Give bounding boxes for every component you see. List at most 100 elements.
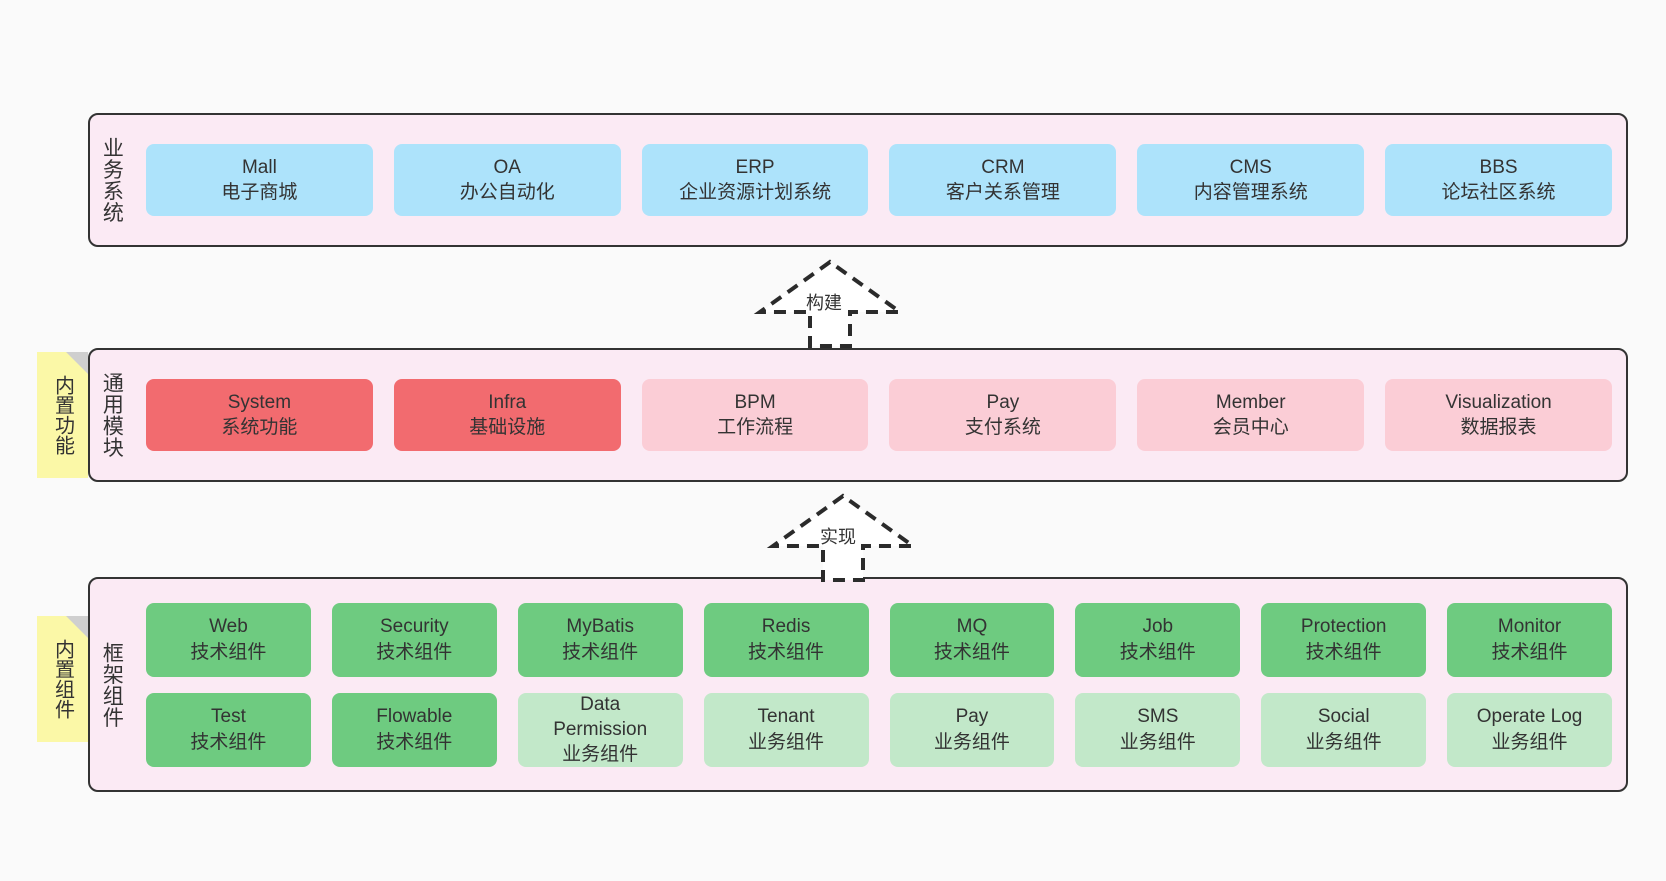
card-title: System xyxy=(227,391,292,413)
card-subtitle: 业务组件 xyxy=(562,744,639,766)
card-subtitle: 技术组件 xyxy=(1305,641,1382,663)
layer-business-system: 业务系统 Mall 电子商城 OA 办公自动化 ERP 企业资源计划系统 CRM… xyxy=(88,113,1628,247)
note-builtin-component: 内置组件 xyxy=(37,616,88,742)
card-visualization[interactable]: Visualization 数据报表 xyxy=(1385,379,1612,451)
card-pay[interactable]: Pay 支付系统 xyxy=(889,379,1117,451)
card-title: Redis xyxy=(761,616,811,638)
card-subtitle: 技术组件 xyxy=(190,641,267,663)
card-title: MyBatis xyxy=(566,616,634,638)
layer-body-common-module: System 系统功能 Infra 基础设施 BPM 工作流程 Pay 支付系统… xyxy=(132,350,1626,480)
card-subtitle: 业务组件 xyxy=(748,731,825,753)
card-title: Pay xyxy=(955,706,989,728)
card-social[interactable]: Social 业务组件 xyxy=(1261,692,1427,767)
card-subtitle: 技术组件 xyxy=(190,731,267,753)
card-subtitle: 电子商城 xyxy=(221,182,298,203)
card-title: Data Permission xyxy=(553,693,648,740)
card-title: Flowable xyxy=(376,706,453,728)
card-erp[interactable]: ERP 企业资源计划系统 xyxy=(641,144,869,216)
card-cms[interactable]: CMS 内容管理系统 xyxy=(1137,144,1365,216)
card-subtitle: 内容管理系统 xyxy=(1193,182,1308,203)
card-test[interactable]: Test 技术组件 xyxy=(146,692,311,767)
card-subtitle: 支付系统 xyxy=(964,417,1041,438)
layer-title-common-module: 通用模块 xyxy=(100,372,124,458)
note-fold-corner-icon xyxy=(66,352,88,374)
card-subtitle: 技术组件 xyxy=(748,641,825,663)
card-title: ERP xyxy=(735,156,775,178)
card-subtitle: 会员中心 xyxy=(1212,417,1289,438)
card-title: Protection xyxy=(1300,616,1387,638)
card-system[interactable]: System 系统功能 xyxy=(146,379,373,451)
card-subtitle: 技术组件 xyxy=(933,641,1010,663)
card-title: Social xyxy=(1317,706,1370,728)
card-redis[interactable]: Redis 技术组件 xyxy=(703,602,869,677)
card-subtitle: 数据报表 xyxy=(1460,417,1537,438)
card-mybatis[interactable]: MyBatis 技术组件 xyxy=(517,602,683,677)
card-member[interactable]: Member 会员中心 xyxy=(1137,379,1365,451)
card-flowable[interactable]: Flowable 技术组件 xyxy=(331,692,497,767)
card-title: Visualization xyxy=(1445,391,1552,413)
card-title: Web xyxy=(209,616,248,638)
card-title: Pay xyxy=(986,391,1020,413)
card-data-permission[interactable]: Data Permission 业务组件 xyxy=(517,692,683,767)
card-subtitle: 企业资源计划系统 xyxy=(679,182,832,203)
card-title: CMS xyxy=(1229,156,1272,178)
card-subtitle: 技术组件 xyxy=(562,641,639,663)
connector-build-arrow xyxy=(753,259,907,348)
card-title: Infra xyxy=(488,391,527,413)
layer-common-module: 通用模块 System 系统功能 Infra 基础设施 BPM 工作流程 Pay… xyxy=(88,348,1628,482)
card-subtitle: 业务组件 xyxy=(1119,731,1196,753)
card-mq[interactable]: MQ 技术组件 xyxy=(889,602,1055,677)
card-subtitle: 系统功能 xyxy=(221,417,298,438)
note-builtin-function: 内置功能 xyxy=(37,352,88,478)
card-subtitle: 办公自动化 xyxy=(459,182,555,203)
card-mall[interactable]: Mall 电子商城 xyxy=(146,144,373,216)
card-title: Operate Log xyxy=(1476,706,1583,728)
card-operate-log[interactable]: Operate Log 业务组件 xyxy=(1447,692,1612,767)
card-title: Tenant xyxy=(757,706,815,728)
card-crm[interactable]: CRM 客户关系管理 xyxy=(889,144,1117,216)
card-tenant[interactable]: Tenant 业务组件 xyxy=(703,692,869,767)
connector-build-label: 构建 xyxy=(806,293,842,313)
card-title: Test xyxy=(211,706,246,728)
card-row: Mall 电子商城 OA 办公自动化 ERP 企业资源计划系统 CRM 客户关系… xyxy=(146,144,1612,216)
card-subtitle: 客户关系管理 xyxy=(945,182,1060,203)
card-security[interactable]: Security 技术组件 xyxy=(331,602,497,677)
card-pay-component[interactable]: Pay 业务组件 xyxy=(889,692,1055,767)
card-sms[interactable]: SMS 业务组件 xyxy=(1075,692,1241,767)
card-title: BPM xyxy=(734,391,776,413)
layer-body-framework-component: Web 技术组件 Security 技术组件 MyBatis 技术组件 Redi… xyxy=(132,579,1626,790)
card-bpm[interactable]: BPM 工作流程 xyxy=(641,379,869,451)
card-row: Web 技术组件 Security 技术组件 MyBatis 技术组件 Redi… xyxy=(146,602,1612,677)
card-title: BBS xyxy=(1479,156,1518,178)
card-row: Test 技术组件 Flowable 技术组件 Data Permission … xyxy=(146,692,1612,767)
card-subtitle: 业务组件 xyxy=(1491,731,1568,753)
layer-body-business-system: Mall 电子商城 OA 办公自动化 ERP 企业资源计划系统 CRM 客户关系… xyxy=(132,115,1626,245)
card-title: Mall xyxy=(241,156,277,178)
layer-title-framework-component: 框架组件 xyxy=(100,641,124,728)
card-title: Member xyxy=(1215,391,1286,413)
note-label: 内置组件 xyxy=(51,639,74,719)
card-subtitle: 技术组件 xyxy=(1119,641,1196,663)
card-monitor[interactable]: Monitor 技术组件 xyxy=(1447,602,1612,677)
card-title: MQ xyxy=(956,616,988,638)
card-subtitle: 技术组件 xyxy=(376,731,453,753)
card-infra[interactable]: Infra 基础设施 xyxy=(393,379,621,451)
card-subtitle: 业务组件 xyxy=(933,731,1010,753)
card-title: OA xyxy=(493,156,521,178)
card-protection[interactable]: Protection 技术组件 xyxy=(1261,602,1427,677)
card-subtitle: 工作流程 xyxy=(717,417,794,438)
card-row: System 系统功能 Infra 基础设施 BPM 工作流程 Pay 支付系统… xyxy=(146,379,1612,451)
card-bbs[interactable]: BBS 论坛社区系统 xyxy=(1385,144,1612,216)
card-title: Security xyxy=(379,616,449,638)
card-job[interactable]: Job 技术组件 xyxy=(1075,602,1241,677)
card-subtitle: 论坛社区系统 xyxy=(1441,182,1556,203)
card-title: CRM xyxy=(981,156,1025,178)
card-oa[interactable]: OA 办公自动化 xyxy=(393,144,621,216)
card-subtitle: 基础设施 xyxy=(469,417,546,438)
card-subtitle: 技术组件 xyxy=(376,641,453,663)
card-title: SMS xyxy=(1137,706,1179,728)
card-web[interactable]: Web 技术组件 xyxy=(146,602,311,677)
card-title: Job xyxy=(1142,616,1174,638)
card-subtitle: 技术组件 xyxy=(1491,641,1568,663)
